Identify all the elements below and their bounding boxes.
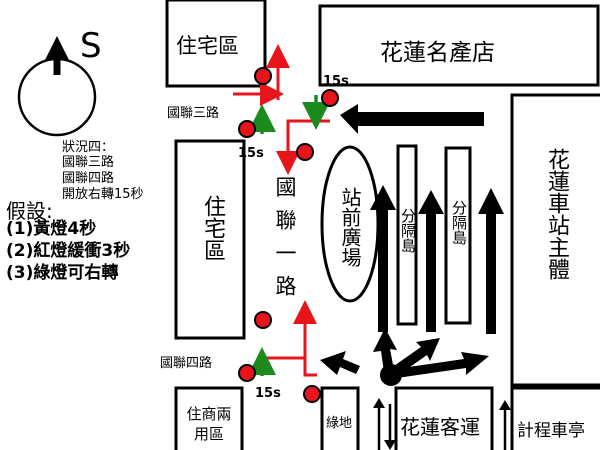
signal-light-7 [303,385,321,403]
signal-light-6 [238,364,256,382]
block-commercial-bottom [174,386,244,450]
block-specialty-store [318,4,600,87]
block-residential-top [165,0,267,88]
signal-light-4 [296,143,314,161]
road-label-guolian-1: 國聯一路 [273,176,297,308]
signal-light-3 [238,120,256,138]
plaza-label: 站前廣場 [338,187,362,267]
flow-arrow-east [395,352,489,378]
red-arrow-top-turn [286,119,330,131]
flow-arrow-up-1 [370,185,396,332]
traffic-flow [320,104,511,450]
label-residential-mid: 住宅區 [200,195,225,261]
flow-line-down-head [373,398,385,408]
timer-top-right: 15s [323,74,349,89]
label-specialty-store: 花蓮名產店 [380,40,495,66]
flow-line-taxi-head [499,400,511,410]
timer-bottom: 15s [255,386,281,401]
label-station-main: 花蓮車站主體 [544,148,569,280]
red-arrow-bottom-turn [264,330,307,360]
flow-line-up-tail [384,440,396,450]
compass-arrow-icon [45,36,69,60]
signal-light-2 [321,89,339,107]
signal-light-1 [254,67,272,85]
block-green-space [320,386,360,450]
signal-light-5 [254,311,272,329]
block-bus-station [394,386,494,450]
median-1 [396,144,418,326]
road-label-guolian-3: 國聯三路 [167,106,220,121]
block-residential-mid [174,139,246,340]
assumption-3: (3)綠燈可右轉 [6,263,119,283]
flow-arrow-in-left [320,351,360,375]
red-arrow-bottom-right [303,358,317,377]
flow-arrow-ne [391,338,440,376]
green-arrows [248,95,330,376]
assumption-1: (1)黃燈4秒 [6,219,97,239]
assumptions-title: 假設: [6,199,53,223]
flow-arrow-up-hub [373,328,397,372]
label-green-space: 綠地 [326,416,353,431]
label-commercial-bottom: 住商兩用區 [186,405,232,443]
block-taxi-stand [510,386,600,450]
block-station-main [510,93,600,387]
median-2 [444,146,472,325]
median-label-2: 分隔島 [450,200,468,245]
scenario-line-1: 國聯三路 [62,155,115,170]
signal-lights [238,67,339,403]
label-taxi-stand: 計程車亭 [517,421,585,441]
scenario-title: 狀況四： [62,140,115,155]
label-residential-top: 住宅區 [176,34,239,58]
flow-arrow-up-2 [418,190,444,332]
compass-label: S [80,26,102,66]
assumption-2: (2)紅燈緩衝3秒 [6,241,131,261]
median-label-1: 分隔島 [399,208,417,253]
flow-arrow-up-3 [478,188,504,334]
label-bus-station: 花蓮客運 [400,415,480,439]
timer-top-left: 15s [238,146,264,161]
road-label-guolian-4: 國聯四路 [160,356,213,371]
flow-arrow-west [340,104,484,134]
compass [17,36,97,137]
scenario-line-2: 國聯四路 [62,171,115,186]
scenario-line-3: 開放右轉15秒 [62,187,144,202]
